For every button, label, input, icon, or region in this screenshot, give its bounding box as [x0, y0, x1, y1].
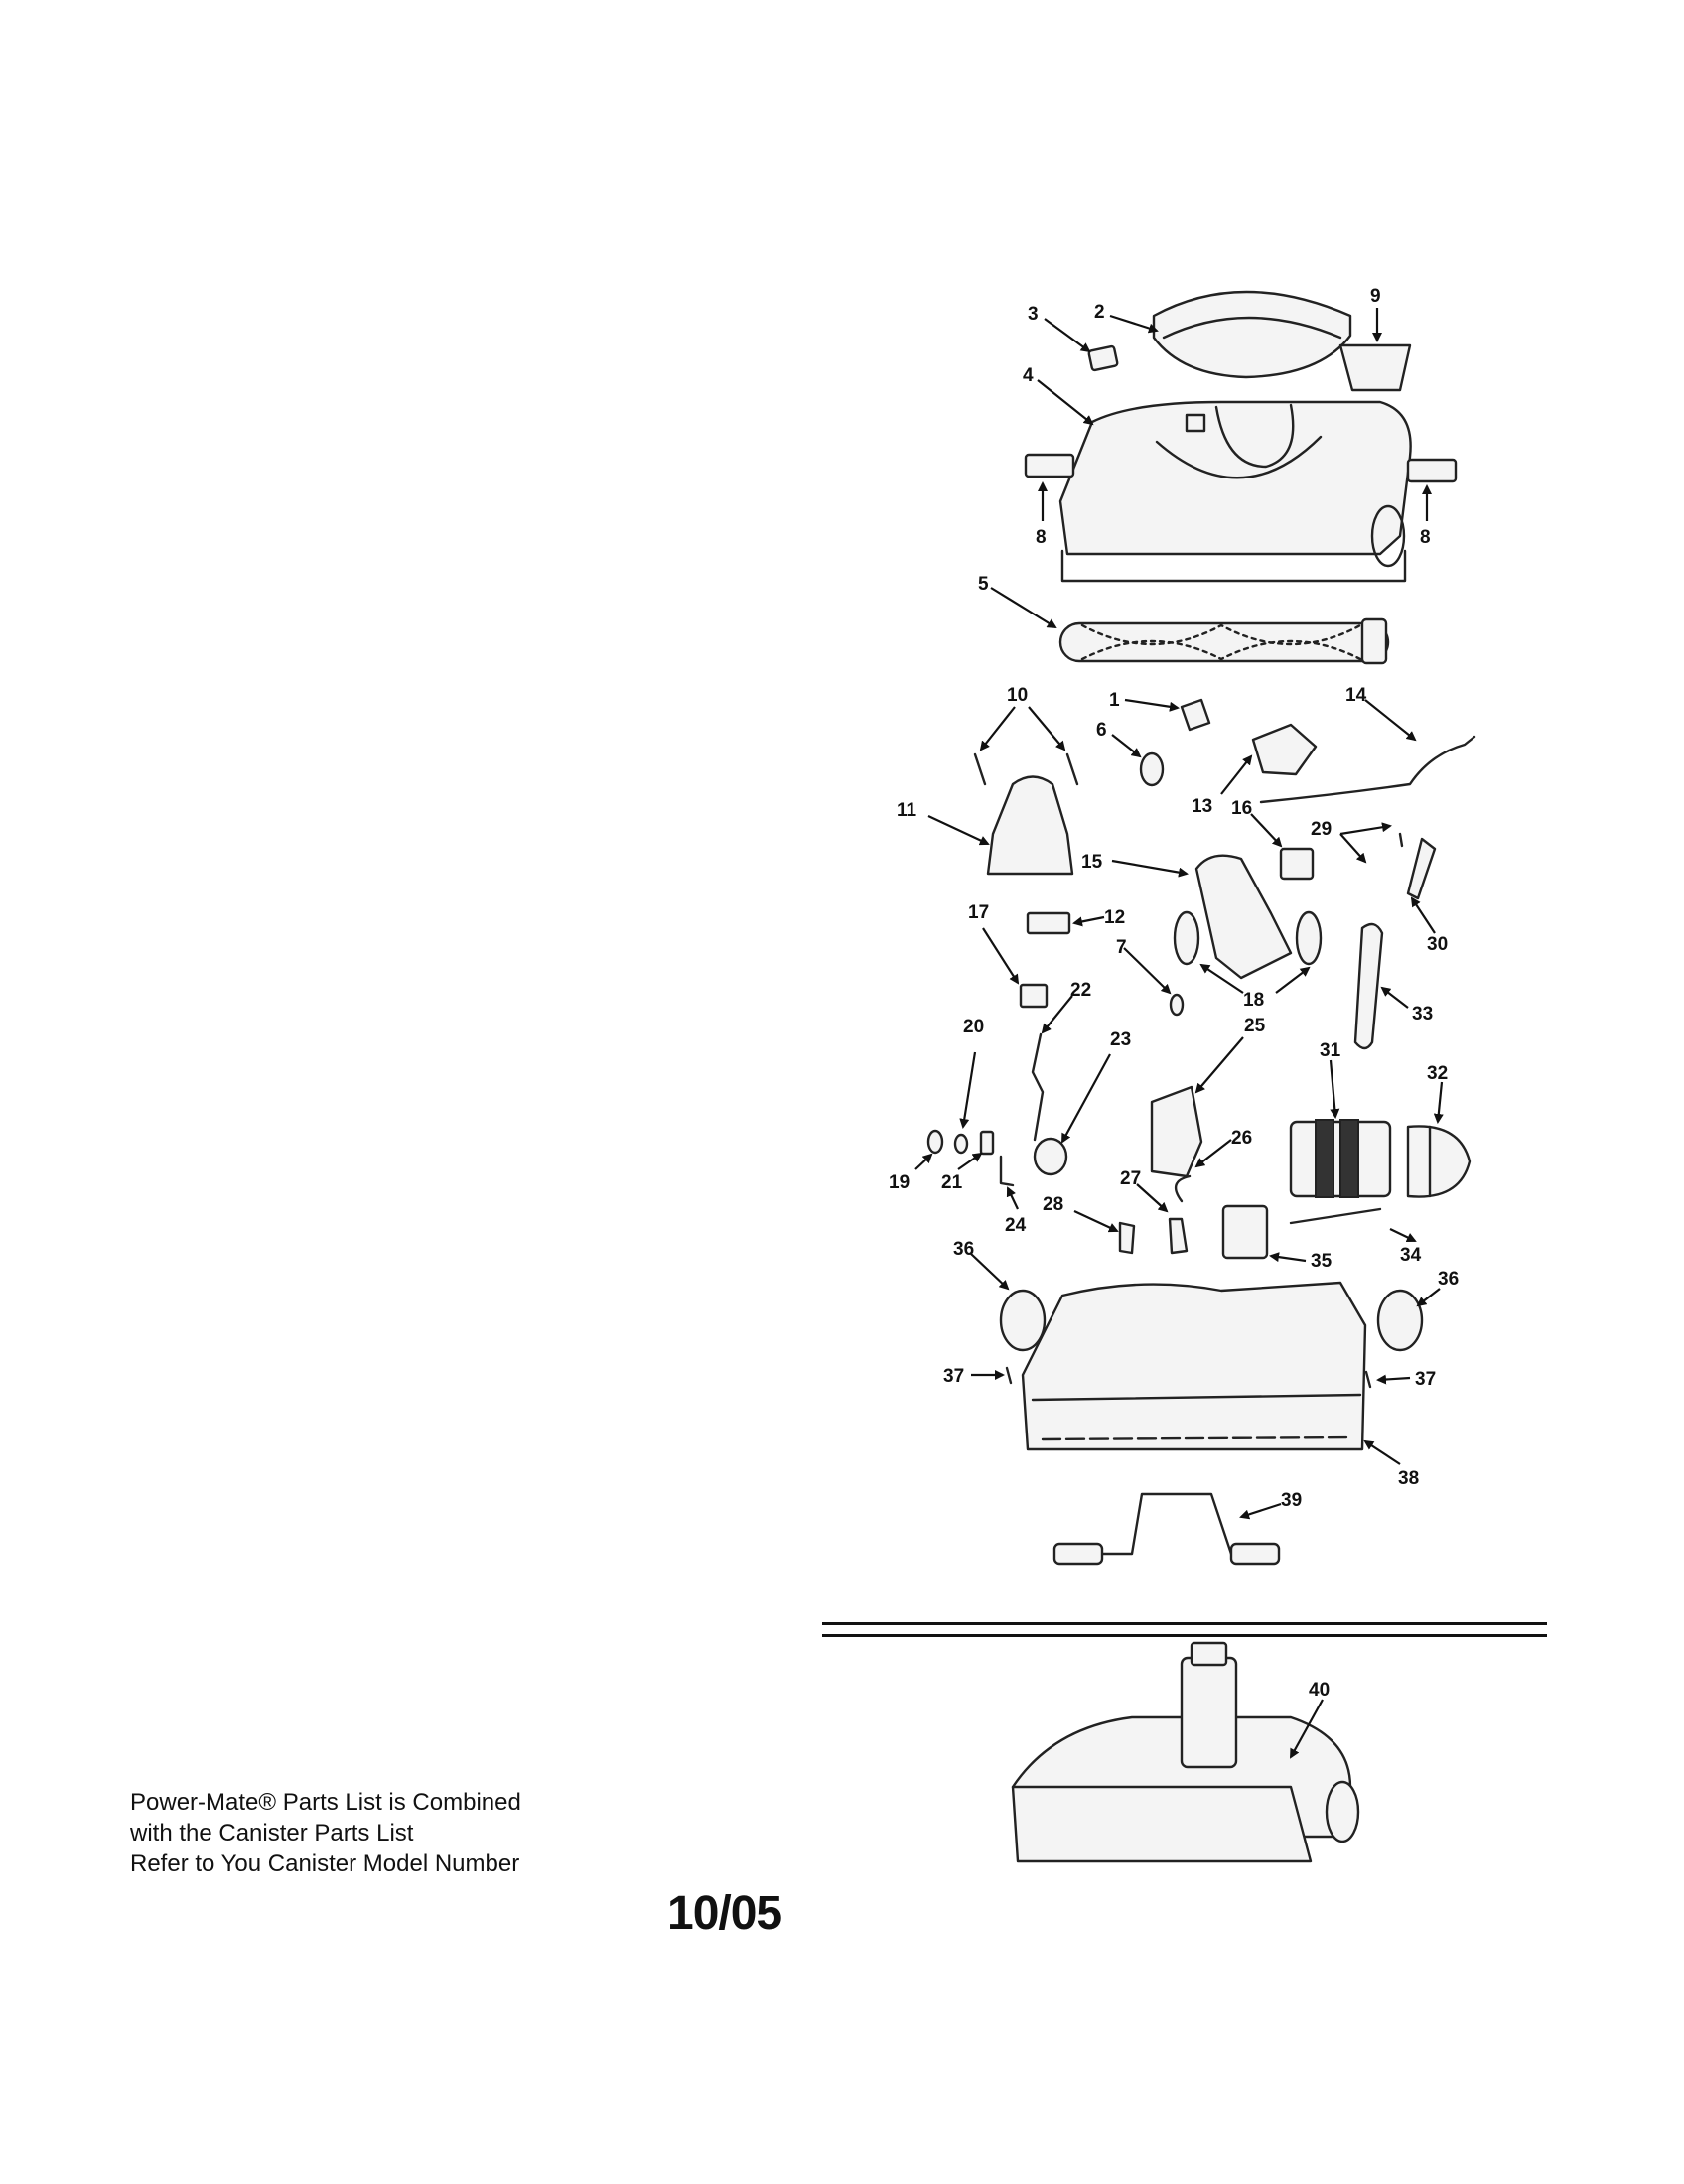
separator-rule-top — [822, 1622, 1547, 1625]
callout-label: 36 — [1438, 1269, 1459, 1290]
callout-label: 10 — [1007, 685, 1028, 706]
part-8-right-block — [1406, 458, 1458, 483]
callout-label: 32 — [1427, 1063, 1448, 1084]
callout-label: 37 — [1415, 1369, 1436, 1390]
callout-label: 30 — [1427, 934, 1448, 955]
part-17-block — [1019, 983, 1049, 1009]
callout-label: 13 — [1192, 796, 1212, 817]
part-23-pulley — [1033, 1137, 1068, 1176]
callout-label: 7 — [1116, 937, 1127, 958]
callout-label: 18 — [1243, 990, 1264, 1011]
part-8-left-block — [1024, 453, 1075, 478]
callout-label: 16 — [1231, 798, 1252, 819]
part-37-pin-right — [1364, 1370, 1372, 1389]
part-30-lever — [1406, 837, 1437, 900]
callout-label: 27 — [1120, 1168, 1141, 1189]
part-28-latch — [1118, 1221, 1136, 1255]
parts-list-note: Power-Mate® Parts List is Combined with … — [130, 1787, 521, 1879]
callout-label: 38 — [1398, 1468, 1419, 1489]
callout-label: 19 — [889, 1172, 910, 1193]
part-35-switch — [1221, 1204, 1269, 1260]
part-4-hood — [1058, 400, 1412, 583]
callout-label: 40 — [1309, 1680, 1330, 1701]
part-16-clip — [1279, 847, 1315, 881]
part-10-pin-right — [1065, 752, 1079, 786]
callout-label: 37 — [943, 1366, 964, 1387]
part-21-clip — [979, 1130, 995, 1156]
callout-label: 39 — [1281, 1490, 1302, 1511]
part-25-bracket — [1150, 1085, 1203, 1178]
callout-label: 28 — [1043, 1194, 1063, 1215]
part-24-latch — [999, 1155, 1015, 1187]
part-5-brushroll — [1058, 617, 1390, 665]
callout-label: 1 — [1109, 690, 1120, 711]
part-31-motor — [1289, 1119, 1392, 1198]
part-10-pin-left — [973, 752, 987, 786]
callout-label: 25 — [1244, 1016, 1266, 1036]
callout-label: 8 — [1036, 527, 1047, 548]
part-29-pins — [1398, 832, 1404, 848]
callout-label: 3 — [1028, 304, 1039, 325]
part-26-spring — [1174, 1174, 1192, 1203]
part-3-badge — [1087, 344, 1119, 372]
part-32-band — [1406, 1125, 1472, 1198]
part-13-nozzle — [1251, 723, 1318, 776]
part-36-wheel-right — [1376, 1289, 1424, 1352]
callout-label: 24 — [1005, 1215, 1027, 1236]
part-6-bulb — [1139, 751, 1165, 787]
part-15-motor-housing — [1194, 854, 1293, 980]
note-line-3: Refer to You Canister Model Number — [130, 1850, 520, 1877]
part-34-rod — [1289, 1207, 1382, 1225]
part-7-screw — [1169, 993, 1185, 1017]
callout-label: 33 — [1412, 1004, 1433, 1024]
callout-label: 15 — [1081, 852, 1103, 873]
part-19-washer — [926, 1129, 944, 1155]
callout-label: 20 — [963, 1017, 984, 1037]
part-12-plate — [1026, 911, 1071, 935]
callout-label: 5 — [978, 574, 989, 595]
part-22-link — [1031, 1032, 1045, 1142]
part-14-cord — [1259, 735, 1476, 804]
callout-label: 12 — [1104, 907, 1125, 928]
callout-label: 36 — [953, 1239, 974, 1260]
callout-label: 34 — [1400, 1245, 1422, 1266]
callout-label: 22 — [1070, 980, 1091, 1001]
part-2-top-cover — [1152, 290, 1352, 379]
part-36-wheel-left — [999, 1289, 1047, 1352]
callout-label: 11 — [897, 800, 917, 821]
callout-label: 23 — [1110, 1029, 1131, 1050]
part-1-lamp-holder — [1180, 698, 1211, 732]
part-38-base — [1021, 1281, 1367, 1451]
callout-label: 9 — [1370, 286, 1381, 307]
callout-label: 29 — [1311, 819, 1332, 840]
callout-label: 31 — [1320, 1040, 1341, 1061]
callout-label: 4 — [1023, 365, 1034, 386]
part-18-wheel-right — [1295, 910, 1323, 966]
part-37-pin-left — [1005, 1366, 1013, 1385]
callout-label: 8 — [1420, 527, 1431, 548]
revision-date: 10/05 — [667, 1887, 782, 1940]
callouts: 3 2 9 4 8 8 5 1 6 10 14 13 16 11 15 29 — [889, 286, 1459, 1759]
note-line-2: with the Canister Parts List — [130, 1820, 414, 1846]
callout-label: 35 — [1311, 1251, 1333, 1272]
callout-label: 21 — [941, 1172, 963, 1193]
part-11-bracket — [986, 775, 1074, 876]
note-line-1: Power-Mate® Parts List is Combined — [130, 1789, 521, 1816]
part-33-belt — [1353, 922, 1384, 1050]
part-20-washer — [953, 1133, 969, 1155]
separator-rule-bottom — [822, 1634, 1547, 1637]
callout-label: 14 — [1345, 685, 1367, 706]
part-40-assembled-power-mate — [1011, 1641, 1360, 1863]
part-9-filter — [1338, 343, 1412, 392]
callout-label: 26 — [1231, 1128, 1252, 1149]
callout-label: 6 — [1096, 720, 1107, 741]
part-18-wheel-left — [1173, 910, 1200, 966]
callout-label: 2 — [1094, 302, 1105, 323]
part-39-axle — [1052, 1492, 1281, 1566]
part-27-latch — [1168, 1217, 1189, 1255]
callout-label: 17 — [968, 902, 989, 923]
